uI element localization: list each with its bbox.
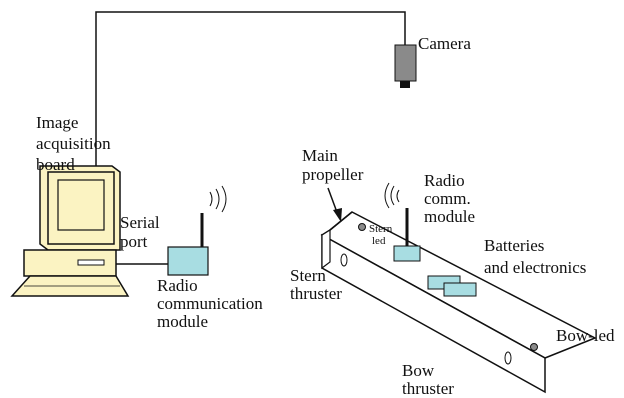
batteries-label-line2: and electronics bbox=[484, 258, 587, 277]
computer-icon bbox=[10, 165, 130, 297]
camera-cable bbox=[95, 11, 406, 168]
radio-module-label-line1: Radio bbox=[157, 276, 198, 295]
image-board-label-line2: acquisition bbox=[36, 134, 111, 153]
radio-module-label-line3: module bbox=[157, 312, 208, 331]
radio-module-icon bbox=[167, 185, 227, 276]
radio-comm-label-line1: Radio bbox=[424, 171, 465, 190]
serial-port-label-line2: port bbox=[120, 232, 148, 251]
camera-label: Camera bbox=[418, 34, 471, 53]
main-propeller-label-line2: propeller bbox=[302, 165, 364, 184]
stern-thruster-label-line1: Stern bbox=[290, 266, 326, 285]
main-propeller-arrow bbox=[327, 187, 342, 222]
bow-thruster-label-line2: thruster bbox=[402, 379, 454, 398]
bow-led-label: Bow-led bbox=[556, 326, 615, 345]
image-board-label-line1: Image bbox=[36, 113, 79, 132]
serial-port-label-line1: Serial bbox=[120, 213, 160, 232]
bow-thruster-label-line1: Bow bbox=[402, 361, 435, 380]
stern-led-label-line2: led bbox=[372, 235, 386, 247]
batteries-label-line1: Batteries bbox=[484, 236, 545, 255]
stern-thruster-label-line2: thruster bbox=[290, 284, 342, 303]
main-propeller-label-line1: Main bbox=[302, 146, 338, 165]
radio-comm-label-line2: comm. bbox=[424, 189, 471, 208]
radio-module-label-line2: communication bbox=[157, 294, 263, 313]
image-board-label-line3: board bbox=[36, 155, 75, 174]
stern-led-label-line1: Stern bbox=[369, 223, 393, 235]
boat-icon bbox=[320, 182, 597, 394]
camera-icon bbox=[394, 44, 417, 88]
radio-comm-label-line3: module bbox=[424, 207, 475, 226]
